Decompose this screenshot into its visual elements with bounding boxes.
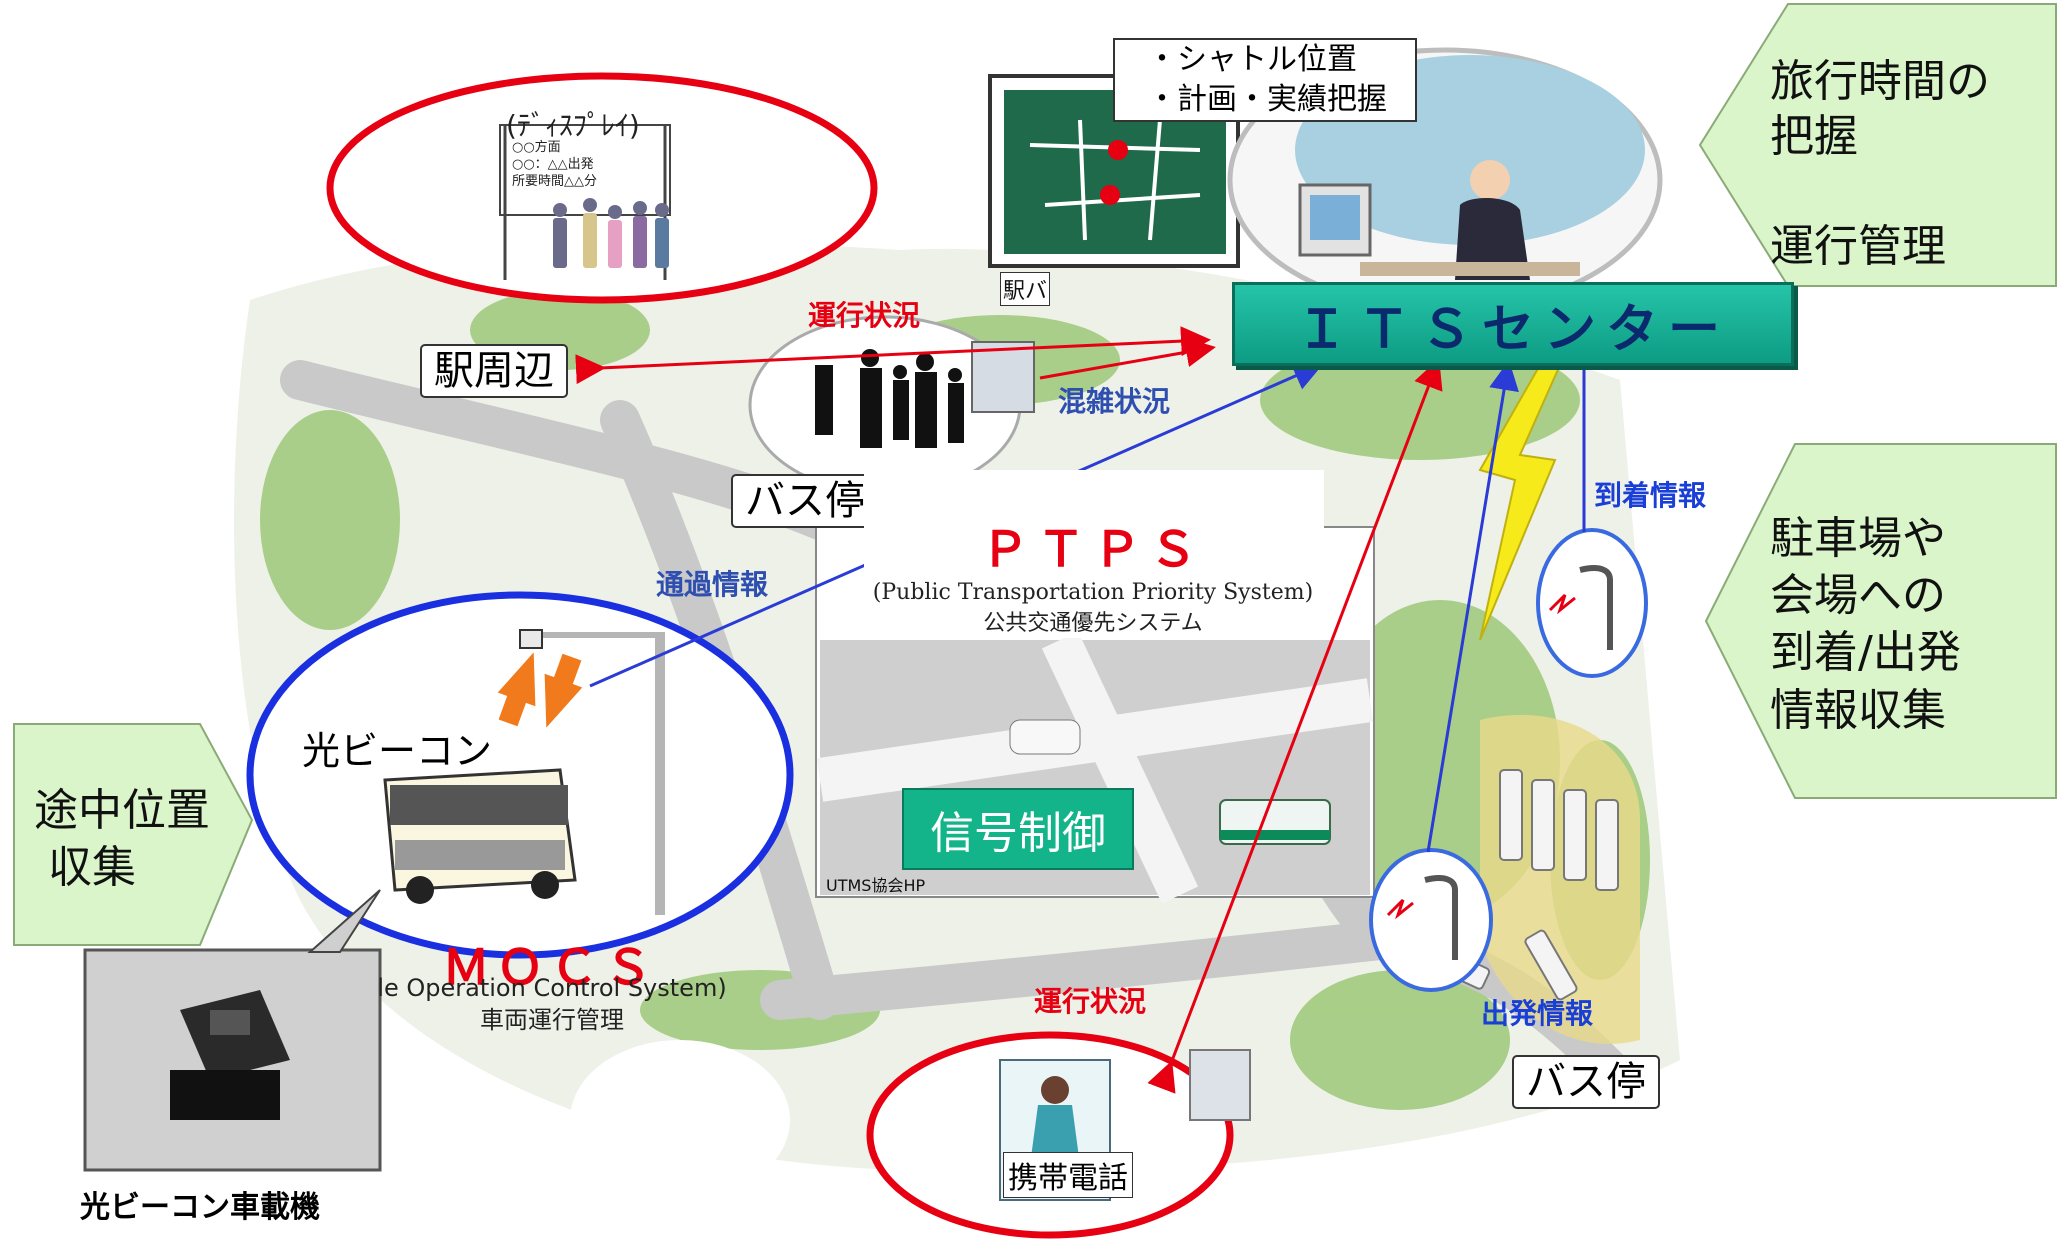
terminal-beacon-ellipse-2 [1369, 848, 1493, 992]
bus-stop-top-label: バス停 [731, 474, 879, 528]
callout-right-shape [1704, 443, 2057, 799]
signal-control-box: 信号制御 [902, 788, 1134, 870]
shuttle-line-1: ・シャトル位置 [1147, 42, 1357, 77]
beacon-signal-arrows [497, 652, 583, 728]
lightning-bolt [1478, 364, 1562, 641]
onboard-unit-photo [83, 948, 382, 1172]
flow-arrival-info: 到着情報 [1594, 479, 1707, 512]
shuttle-info-box: ・シャトル位置 ・計画・実績把握 [1113, 38, 1417, 122]
flow-congestion: 混雑状況 [1058, 385, 1171, 418]
callout-arrival-info: 駐車場や 会場への 到着/出発 情報収集 [1770, 513, 1961, 736]
arrow-mobile-its [1147, 358, 1443, 1094]
mocs-subtitle: le Operation Control System) [377, 974, 727, 1002]
flow-passing-info: 通過情報 [656, 568, 769, 601]
display-sign [499, 124, 671, 280]
beacon-label: 光ビーコン [302, 729, 493, 773]
flow-departure-info: 出発情報 [1481, 997, 1594, 1030]
busstop-camera [971, 341, 1035, 413]
flow-operation-status-top: 運行状況 [808, 299, 921, 332]
display-line-1: ○○方面 [512, 140, 561, 155]
signal-control-label: 信号制御 [930, 808, 1106, 859]
station-bus-label: 駅バ [1000, 272, 1051, 306]
ptps-subtitle: (Public Transportation Priority System) [872, 580, 1314, 605]
mobile-label: 携帯電話 [1003, 1152, 1133, 1198]
callout-travel-time: 旅行時間の 把握 運行管理 [1770, 56, 1990, 272]
display-lines: ○○方面 ○○：△△出発 所要時間△△分 [512, 140, 597, 191]
ptps-text-bg [864, 470, 1324, 638]
bus-illustration [383, 768, 577, 904]
its-center-banner: ＩＴＳセンター [1232, 282, 1794, 366]
signal-mark-1 [1548, 593, 1576, 615]
mocs-japanese: 車両運行管理 [480, 1006, 624, 1035]
onboard-unit-caption: 光ビーコン車載機 [80, 1190, 320, 1225]
waiting-people [553, 198, 669, 268]
white-balloon [570, 1040, 790, 1200]
its-center-label: ＩＴＳセンター [1295, 299, 1730, 360]
arrow-busstop-its [1039, 337, 1216, 380]
ptps-source: UTMS協会HP [826, 876, 926, 895]
busstop-silhouettes [815, 349, 964, 448]
ptps-subtitle-block: (Public Transportation Priority System) … [866, 578, 1320, 640]
display-line-2: ○○：△△出発 [512, 156, 594, 172]
shuttle-line-2: ・計画・実績把握 [1147, 82, 1387, 117]
callout-midway: 途中位置 収集 [34, 785, 210, 894]
arrow-station-its [575, 326, 1211, 385]
display-line-3: 所要時間△△分 [512, 173, 597, 189]
camera-small [1189, 1049, 1251, 1121]
terminal-beacon-ellipse-1 [1536, 528, 1648, 678]
ptps-japanese: 公共交通優先システム [983, 610, 1203, 636]
callout-topright-shape [1698, 3, 2057, 287]
mocs-title: ＭＯＣＳ [441, 940, 658, 996]
flow-operation-status-bottom: 運行状況 [1034, 985, 1147, 1018]
display-title: (ﾃﾞｨｽﾌﾟﾚｲ) [506, 109, 640, 142]
station-area-label: 駅周辺 [420, 344, 568, 398]
bus-stop-bottom-label: バス停 [1512, 1055, 1660, 1109]
callout-left-shape [13, 723, 254, 946]
ptps-title: ＰＴＰＳ [980, 522, 1205, 578]
beacon-pole [519, 629, 665, 915]
onboard-pointer [307, 889, 381, 953]
arrow-departure-its [1426, 360, 1519, 853]
mocs-subtitle-block: le Operation Control System) 車両運行管理 [362, 972, 742, 1037]
